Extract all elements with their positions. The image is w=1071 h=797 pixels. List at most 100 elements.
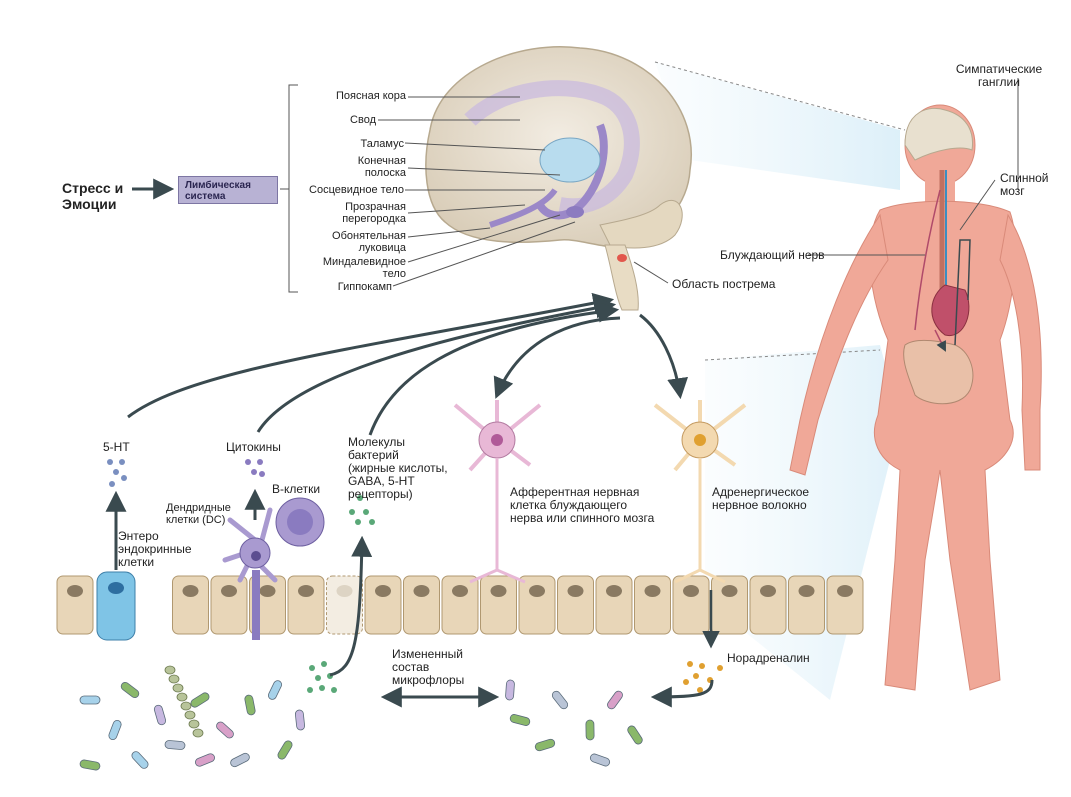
label-bracket — [288, 84, 669, 293]
bacterium — [294, 709, 306, 731]
epithelial-cell — [595, 575, 633, 635]
epithelial-cell — [826, 575, 864, 635]
molecule-dot — [109, 481, 115, 487]
epithelial-cell — [518, 575, 556, 635]
label-area-postrema: Область пострема — [672, 277, 776, 291]
molecule-dot — [119, 459, 125, 465]
bacterium — [607, 690, 623, 710]
adrenergic-neuron — [653, 400, 747, 649]
label-enteroendocrine: Энтеро эндокринные клетки — [118, 529, 192, 569]
bacterium — [172, 683, 184, 693]
bacterium — [551, 690, 569, 710]
label-dendritic-cells: Дендридные клетки (DC) — [166, 502, 231, 526]
brain-illustration — [425, 46, 692, 311]
bacterium — [627, 725, 643, 745]
label-b-cells: B-клетки — [272, 482, 321, 496]
label-noradrenaline: Норадреналин — [727, 651, 810, 665]
molecule-dot — [331, 687, 337, 693]
molecule-dot — [121, 475, 127, 481]
molecule-dot — [369, 519, 375, 525]
bacterium — [153, 704, 167, 726]
label-stria: Конечная полоска — [357, 155, 406, 179]
bacterium — [180, 701, 192, 711]
molecule-dot — [257, 459, 263, 465]
limbic-system-box: Лимбическая система — [178, 176, 278, 204]
epithelial-cell — [56, 575, 94, 635]
molecule-dot — [245, 459, 251, 465]
label-hippocampus: Гиппокамп — [337, 281, 392, 293]
epithelial-cell — [672, 575, 710, 635]
molecule-dots — [107, 459, 723, 693]
molecule-dot — [363, 509, 369, 515]
molecule-dot — [321, 661, 327, 667]
molecule-dot — [259, 471, 265, 477]
bacterium — [195, 753, 215, 767]
bacterium — [108, 719, 122, 741]
label-mammillary: Сосцевидное тело — [309, 184, 404, 196]
label-spinal-cord: Спинной мозг — [1000, 171, 1049, 198]
bacterium — [267, 680, 283, 700]
afferent-neuron — [453, 400, 542, 584]
bacterium — [505, 679, 515, 701]
bacterium — [585, 719, 595, 741]
label-vagus-nerve: Блуждающий нерв — [720, 248, 825, 262]
bacterium — [190, 692, 210, 708]
gut-brain-arrows — [127, 292, 689, 436]
molecule-dot — [717, 665, 723, 671]
epithelial-cell — [364, 575, 402, 635]
epithelial-cell — [480, 575, 517, 635]
label-adrenergic-fiber: Адренергическое нервное волокно — [712, 485, 810, 512]
label-altered-microbiota: Измененный состав микрофлоры — [392, 647, 465, 687]
bacterium — [244, 694, 256, 716]
bacterium — [168, 674, 180, 684]
molecule-dot — [355, 519, 361, 525]
bacterium — [184, 710, 196, 720]
microbiota — [79, 665, 643, 771]
label-amygdala: Миндалевидное тело — [322, 256, 406, 280]
epithelial-cell — [210, 575, 248, 635]
label-afferent-neuron: Афферентная нервная клетка блуждающего н… — [510, 485, 655, 525]
molecule-dot — [309, 665, 315, 671]
molecule-dot — [697, 687, 703, 693]
bacterium — [192, 728, 204, 738]
stress-label: Стресс и Эмоции — [62, 180, 124, 212]
molecule-dot — [307, 687, 313, 693]
epithelial-cell — [557, 575, 594, 635]
molecule-dot — [107, 459, 113, 465]
bacterium — [230, 752, 250, 768]
molecule-dot — [699, 663, 705, 669]
bacterium — [79, 695, 101, 705]
molecule-dot — [315, 675, 321, 681]
immune-cells — [222, 497, 325, 640]
human-body — [789, 78, 1042, 691]
bacterium — [216, 721, 234, 739]
molecule-dot — [349, 509, 355, 515]
bacterium — [79, 759, 101, 771]
epithelial-cell — [441, 575, 479, 635]
bacterium — [509, 714, 531, 726]
molecule-dot — [693, 673, 699, 679]
epithelial-cell — [172, 575, 209, 635]
epithelial-cell — [326, 575, 363, 635]
label-septum: Прозрачная перегородка — [342, 201, 406, 225]
epithelium — [56, 575, 864, 635]
molecule-dot — [687, 661, 693, 667]
molecule-dot — [319, 685, 325, 691]
molecule-dot — [113, 469, 119, 475]
enteroendocrine-cell — [96, 571, 136, 641]
label-cingulate: Поясная кора — [336, 90, 406, 102]
epithelial-cell — [403, 575, 440, 635]
bacterium — [277, 740, 293, 760]
bacterium — [589, 753, 611, 767]
label-5ht: 5-HT — [103, 440, 130, 454]
molecule-dot — [683, 679, 689, 685]
epithelial-cell — [287, 575, 325, 635]
secretion-arrows — [105, 488, 714, 708]
epithelial-cell — [711, 575, 748, 635]
bacterium — [131, 751, 149, 769]
molecule-dot — [251, 469, 257, 475]
bacterium — [164, 665, 176, 675]
label-fornix: Свод — [350, 114, 376, 126]
molecule-dot — [357, 495, 363, 501]
